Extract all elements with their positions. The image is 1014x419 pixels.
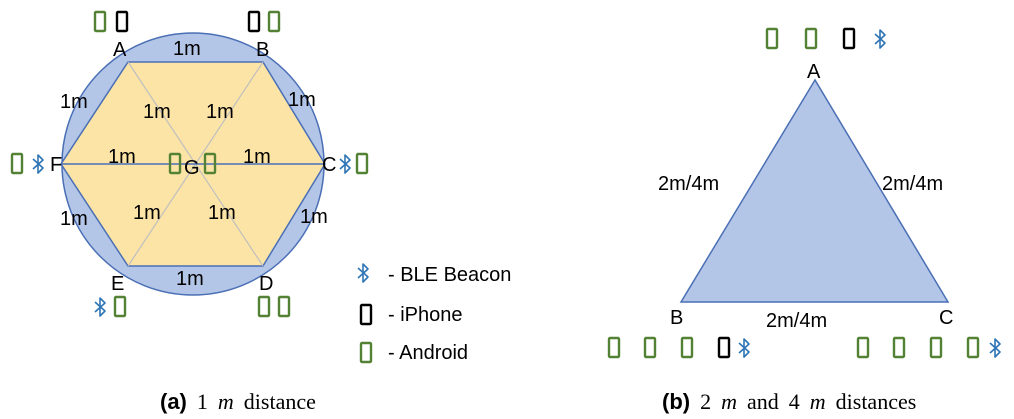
- caption-b-unit-a: m: [721, 389, 737, 414]
- edge-label: 1m: [176, 268, 204, 290]
- edge-label: 2m/4m: [658, 173, 719, 195]
- edge-label: 1m: [108, 146, 136, 168]
- caption-a-number: 1: [197, 389, 208, 414]
- caption-b-rest: distances: [836, 389, 917, 414]
- bluetooth-icon: [874, 29, 886, 49]
- bluetooth-icon: [989, 338, 1001, 358]
- iphone-icon: [842, 27, 856, 50]
- caption-a-rest: distance: [244, 389, 316, 414]
- edge-label: 1m: [300, 206, 328, 228]
- edge-label: 1m: [288, 89, 316, 111]
- android-icon: [93, 10, 107, 33]
- iphone-icon: [115, 10, 129, 33]
- android-icon: [680, 336, 694, 359]
- panel-b: A B C 2m/4m 2m/4m 2m/4m (b) 2 m and 4 m: [607, 27, 1001, 414]
- legend-label-ble: - BLE Beacon: [388, 264, 511, 286]
- android-icon: [277, 295, 291, 318]
- android-icon: [856, 336, 870, 359]
- android-icon: [804, 27, 818, 50]
- caption-a-tag: (a): [160, 389, 187, 414]
- edge-label: 1m: [60, 91, 88, 113]
- caption-b-number-b: 4: [789, 389, 800, 414]
- edge-label: 2m/4m: [766, 310, 827, 332]
- iphone-icon: [247, 10, 261, 33]
- caption-b-and: and: [747, 389, 779, 414]
- vertex-label-d: D: [259, 273, 273, 295]
- edge-label: 1m: [206, 101, 234, 123]
- vertex-label-c: C: [939, 307, 953, 329]
- edge-label: 1m: [133, 202, 161, 224]
- iphone-icon: [359, 303, 373, 326]
- vertex-label-b: B: [670, 307, 683, 329]
- android-icon: [355, 152, 369, 175]
- vertex-label-a: A: [113, 39, 127, 61]
- bluetooth-icon: [94, 297, 106, 317]
- edge-label: 1m: [60, 208, 88, 230]
- edge-label: 1m: [208, 202, 236, 224]
- bluetooth-icon: [32, 154, 44, 174]
- bluetooth-icon: [357, 263, 369, 283]
- bluetooth-icon: [738, 338, 750, 358]
- android-icon: [10, 152, 24, 175]
- bluetooth-icon: [339, 154, 351, 174]
- vertex-label-e: E: [111, 273, 124, 295]
- vertex-label-a: A: [807, 61, 821, 83]
- caption-b-unit-b: m: [810, 389, 826, 414]
- android-icon: [892, 336, 906, 359]
- legend-label-iphone: - iPhone: [388, 304, 463, 326]
- legend: - BLE Beacon - iPhone - Android: [357, 263, 511, 364]
- triangle: [679, 78, 950, 303]
- android-icon: [359, 341, 373, 364]
- caption-b-number-a: 2: [700, 389, 711, 414]
- caption-b-tag: (b): [662, 389, 690, 414]
- legend-label-android: - Android: [388, 342, 468, 364]
- android-icon: [113, 295, 127, 318]
- caption-a-unit: m: [218, 389, 234, 414]
- android-icon: [929, 336, 943, 359]
- edge-label: 1m: [243, 146, 271, 168]
- caption-b: (b) 2 m and 4 m distances: [662, 389, 916, 414]
- edge-label: 1m: [143, 101, 171, 123]
- vertex-label-b: B: [256, 39, 269, 61]
- android-icon: [765, 27, 779, 50]
- vertex-label-f: F: [50, 154, 62, 176]
- edge-label: 2m/4m: [882, 173, 943, 195]
- android-icon: [607, 336, 621, 359]
- android-icon: [966, 336, 980, 359]
- edge-label: 1m: [173, 38, 201, 60]
- panel-a: A B C D E F G 1m 1m 1m 1m 1m 1m 1m 1m 1m…: [10, 10, 369, 414]
- android-icon: [643, 336, 657, 359]
- iphone-icon: [717, 336, 731, 359]
- caption-a: (a) 1 m distance: [160, 389, 316, 414]
- android-icon: [257, 295, 271, 318]
- android-icon: [267, 10, 281, 33]
- vertex-label-g: G: [184, 157, 200, 179]
- vertex-label-c: C: [322, 154, 336, 176]
